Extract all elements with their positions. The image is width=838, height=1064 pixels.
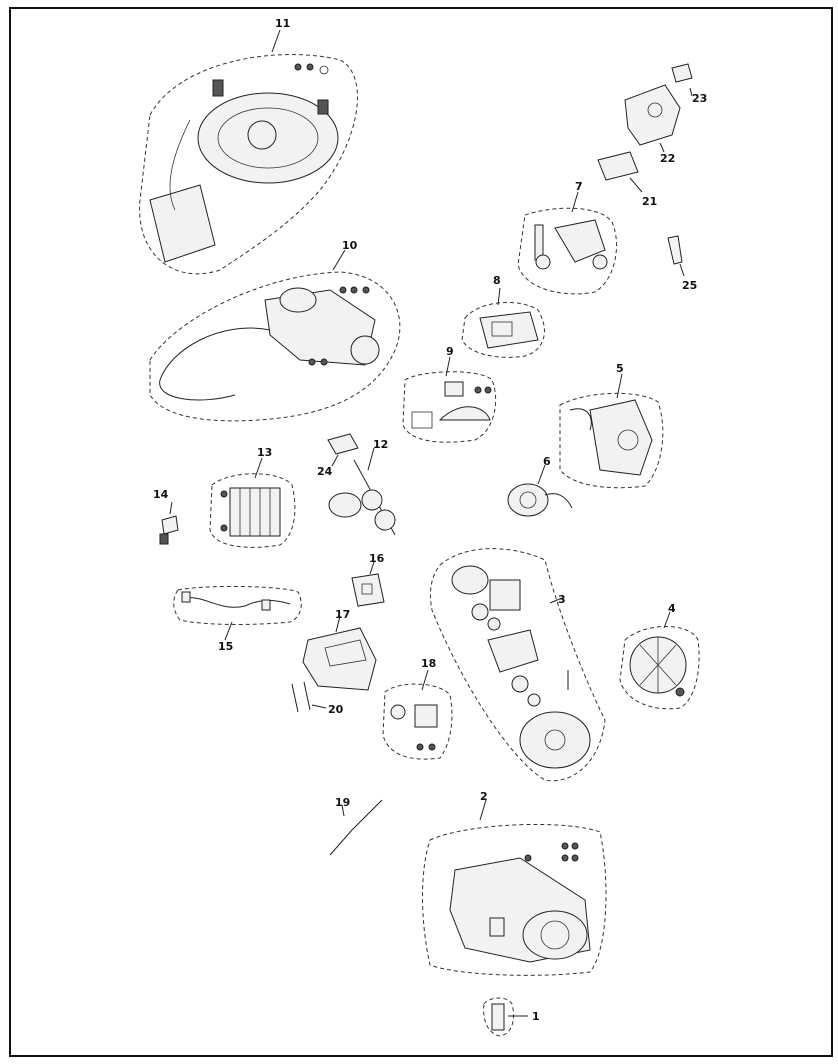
- part-7-filter-base[interactable]: 7: [517, 180, 618, 295]
- callout-3: 3: [558, 593, 566, 606]
- callout-8: 8: [493, 274, 501, 287]
- part-3-crankcase-assembly[interactable]: 3: [429, 548, 606, 782]
- part-1-label[interactable]: 1: [483, 997, 540, 1037]
- callout-20: 20: [328, 703, 344, 716]
- part-25-boot[interactable]: 25: [667, 235, 697, 292]
- part-24-clip[interactable]: 24: [317, 433, 359, 478]
- part-21-filter[interactable]: 21: [597, 151, 657, 208]
- part-17-muffler[interactable]: 17: [302, 608, 377, 691]
- callout-6: 6: [543, 455, 551, 468]
- callout-11: 11: [275, 17, 290, 30]
- callout-1: 1: [532, 1010, 540, 1023]
- callout-7: 7: [575, 180, 583, 193]
- callout-21: 21: [642, 195, 657, 208]
- callout-25: 25: [682, 279, 697, 292]
- part-18-ignition-coil[interactable]: 18: [382, 657, 453, 760]
- diagram-frame: [9, 7, 833, 1057]
- callout-23: 23: [692, 92, 707, 105]
- part-16-gasket[interactable]: 16: [351, 552, 385, 607]
- part-19-throttle-rod[interactable]: 19: [329, 796, 383, 856]
- callout-17: 17: [335, 608, 350, 621]
- part-12-crankshaft-piston[interactable]: 12: [328, 438, 396, 536]
- callout-22: 22: [660, 152, 675, 165]
- callout-4: 4: [668, 602, 676, 615]
- callout-5: 5: [616, 362, 624, 375]
- part-6-starter[interactable]: 6: [507, 455, 573, 517]
- callout-9: 9: [446, 345, 454, 358]
- part-2-engine-cover[interactable]: 2: [422, 790, 607, 976]
- part-14-spark-plug[interactable]: 14: [153, 488, 179, 545]
- callout-15: 15: [218, 640, 233, 653]
- part-10-engine-assembly[interactable]: 10: [149, 239, 401, 422]
- part-9-gasket-set[interactable]: 9: [402, 345, 497, 443]
- part-13-cylinder[interactable]: 13: [209, 446, 296, 548]
- callout-2: 2: [480, 790, 488, 803]
- callout-10: 10: [342, 239, 358, 252]
- callout-18: 18: [421, 657, 436, 670]
- callout-14: 14: [153, 488, 169, 501]
- callout-24: 24: [317, 465, 333, 478]
- callout-16: 16: [369, 552, 385, 565]
- callout-13: 13: [257, 446, 272, 459]
- callout-12: 12: [373, 438, 388, 451]
- part-15-ignition-wire[interactable]: 15: [173, 585, 302, 653]
- part-8-carburetor[interactable]: 8: [461, 274, 545, 358]
- part-5-fuel-tank[interactable]: 5: [559, 362, 664, 489]
- part-23-cap[interactable]: 23: [671, 63, 707, 105]
- part-22-filter-cover[interactable]: 22: [624, 84, 681, 165]
- callout-19: 19: [335, 796, 350, 809]
- part-20-bolts[interactable]: 20: [291, 681, 344, 716]
- part-11-fan-housing[interactable]: 11: [139, 17, 358, 275]
- part-4-flywheel[interactable]: 4: [619, 602, 700, 710]
